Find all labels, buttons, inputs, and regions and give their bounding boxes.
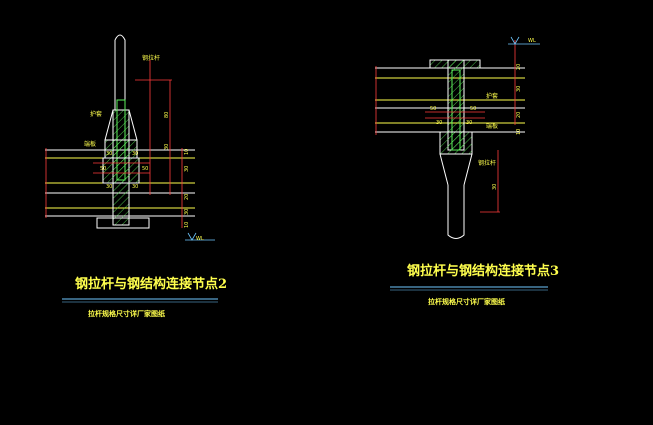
node2-dim: 20 xyxy=(184,194,190,200)
node2-rod xyxy=(96,34,150,229)
node2-dim: 10 xyxy=(184,149,190,155)
node2-dim: 50 xyxy=(142,166,148,172)
node2-dim: 30 xyxy=(106,151,112,157)
node3-dim: 20 xyxy=(516,112,522,118)
node2-detail: 钢拉杆 护套 端板 WL 10 30 20 30 80 30 50 50 30 … xyxy=(45,34,227,318)
node3-dim: 50 xyxy=(470,106,476,112)
node3-side-label-1: 护套 xyxy=(486,92,498,100)
node3-dim: 20 xyxy=(516,64,522,70)
node3-level-label: WL xyxy=(528,38,536,44)
node3-side-label-2: 端板 xyxy=(486,122,498,130)
node2-side-label-1: 护套 xyxy=(90,110,102,118)
node2-dim: 50 xyxy=(100,166,106,172)
node3-level-marker xyxy=(508,36,540,45)
node3-rod xyxy=(429,59,481,239)
node2-title: 钢拉杆与钢结构连接节点2 xyxy=(75,276,227,292)
node3-dim-texts: 20 30 50 50 30 30 20 30 10 xyxy=(430,64,522,190)
node3-bottom-label: 钢拉杆 xyxy=(478,159,496,167)
node2-top-label: 钢拉杆 xyxy=(142,54,160,62)
node3-dim: 10 xyxy=(516,129,522,135)
node2-subtitle: 拉杆规格尺寸详厂家图纸 xyxy=(88,309,165,318)
node3-dim: 30 xyxy=(492,184,498,190)
node3-detail: WL 钢拉杆 护套 端板 20 30 50 50 30 30 20 30 10 … xyxy=(375,36,559,306)
node2-dim: 10 xyxy=(184,222,190,228)
node3-dim: 30 xyxy=(516,86,522,92)
node2-dim: 30 xyxy=(132,151,138,157)
node3-dim: 50 xyxy=(430,106,436,112)
node2-dim: 30 xyxy=(164,144,170,150)
node2-side-label-2: 端板 xyxy=(84,140,96,148)
node3-dimension-lines xyxy=(375,40,516,213)
node2-dim: 30 xyxy=(132,184,138,190)
node2-level-label: WL xyxy=(196,236,204,242)
node3-subtitle: 拉杆规格尺寸详厂家图纸 xyxy=(428,297,505,306)
node2-dim: 80 xyxy=(164,112,170,118)
node2-dim: 30 xyxy=(106,184,112,190)
node2-dim: 30 xyxy=(184,166,190,172)
node2-dimension-lines xyxy=(45,60,183,228)
node2-level-marker xyxy=(185,232,215,241)
node3-dim: 30 xyxy=(466,120,472,126)
node2-dim-texts: 10 30 20 30 80 30 50 50 30 30 30 30 10 xyxy=(100,112,190,228)
node3-dim: 30 xyxy=(436,120,442,126)
node3-title: 钢拉杆与钢结构连接节点3 xyxy=(407,263,559,279)
node2-dim: 30 xyxy=(184,209,190,215)
